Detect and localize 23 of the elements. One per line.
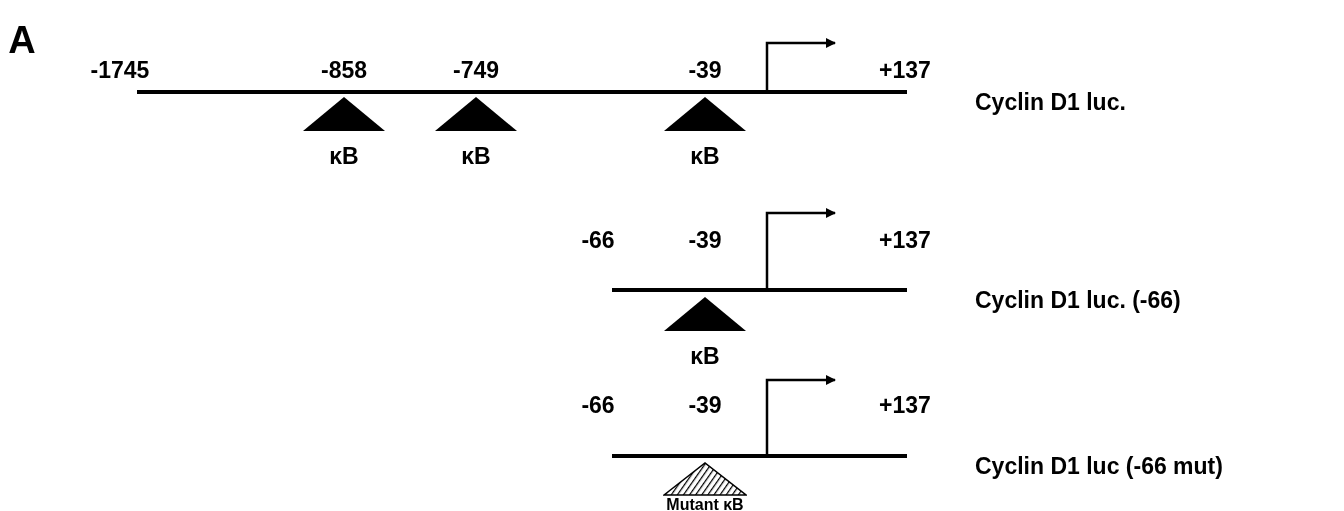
position-label: +137 [879,228,931,252]
position-label: -39 [688,228,722,252]
position-label: -858 [321,58,367,82]
binding-site-label: Mutant κB [666,497,744,511]
position-label: -66 [581,393,615,417]
position-label: -39 [688,58,722,82]
position-label: +137 [879,58,931,82]
binding-site-label: κB [690,145,720,168]
position-label: +137 [879,393,931,417]
position-label: -1745 [90,58,150,82]
position-label: -39 [688,393,722,417]
binding-site-label: κB [329,145,359,168]
panel-label: A [8,21,36,59]
construct-label: Cyclin D1 luc. [975,90,1126,114]
binding-site-label: κB [461,145,491,168]
dna-line [137,90,907,94]
dna-line [612,454,907,458]
binding-site-label: κB [690,345,720,368]
position-label: -66 [581,228,615,252]
construct-label: Cyclin D1 luc. (-66) [975,288,1181,312]
construct-label: Cyclin D1 luc (-66 mut) [975,454,1223,478]
position-label: -749 [453,58,499,82]
dna-line [612,288,907,292]
